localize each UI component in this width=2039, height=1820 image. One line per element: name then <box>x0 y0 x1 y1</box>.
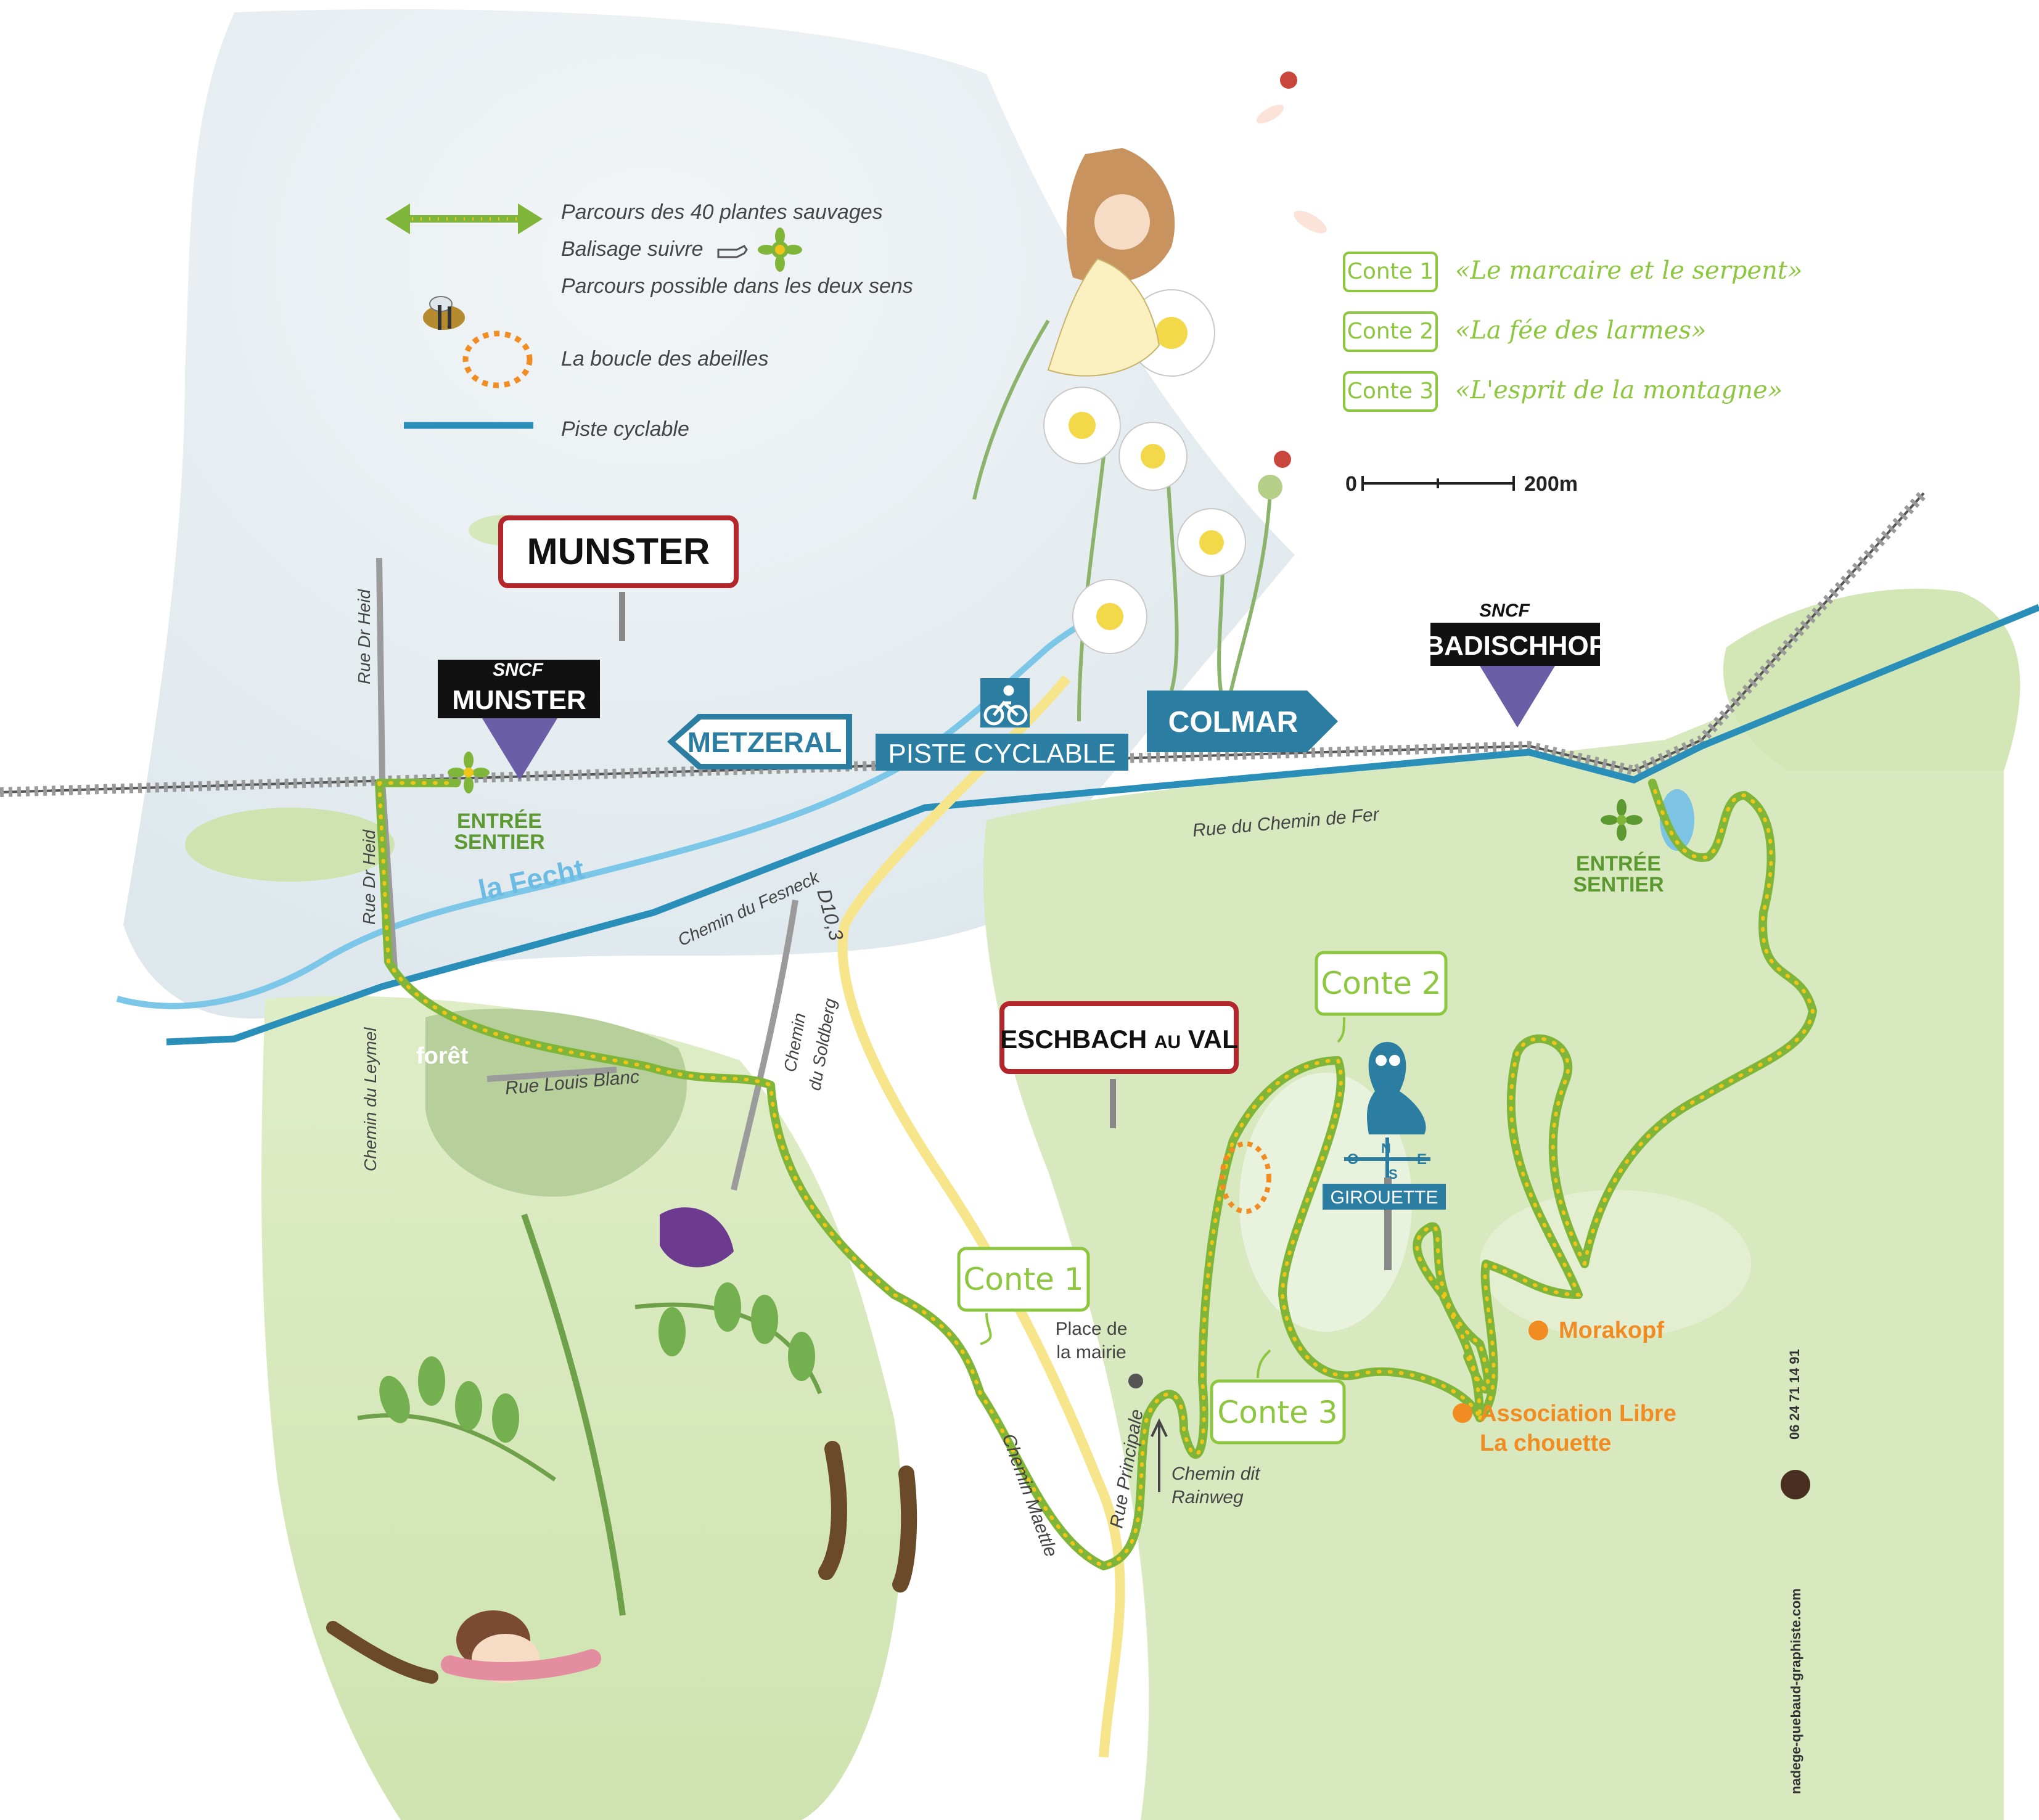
street-rue-dr-heid-top: Rue Dr Heid <box>355 589 374 684</box>
tale-3-tag <box>1343 371 1438 412</box>
meadow-patch-1 <box>185 808 395 882</box>
sign-colmar-text: COLMAR <box>1168 706 1298 739</box>
legend-both-ways-label: Parcours possible dans les deux sens <box>561 274 913 298</box>
girouette-label: GIROUETTE <box>1330 1187 1438 1208</box>
road-rue-louis-blanc <box>486 1067 617 1082</box>
owl-weathervane-icon: O N E S GIROUETTE <box>1323 1042 1446 1270</box>
tale-marker-1: Conte 1 <box>957 1247 1090 1345</box>
poi-association: Association Libre La chouette <box>1453 1401 1676 1456</box>
meadow-patch-3 <box>1480 1190 1751 1338</box>
trail-entry-munster-line2: SENTIER <box>454 830 544 854</box>
street-rue-dr-heid-bottom: Rue Dr Heid <box>359 829 379 925</box>
poi-morakopf-label: Morakopf <box>1559 1318 1664 1343</box>
sign-eschbach-au-val: ESCHBACH AU VAL <box>999 1001 1239 1128</box>
ladybug-icon <box>1280 72 1297 89</box>
trail-entry-badischhof: ENTRÉE SENTIER <box>1573 799 1664 896</box>
poi-morakopf: Morakopf <box>1528 1318 1664 1343</box>
countryside-east <box>983 627 2004 1820</box>
station-badischhof-brand: SNCF <box>1479 601 1530 621</box>
girouette-e: E <box>1417 1151 1427 1168</box>
sign-metzeral: METZERAL <box>667 714 852 769</box>
sign-colmar: COLMAR <box>1147 691 1338 752</box>
flower-icon <box>448 752 490 793</box>
legend-waymark-label: Balisage suivre <box>561 237 704 261</box>
bee-loop-icon <box>1220 1141 1271 1214</box>
credit-phone: 06 24 71 14 91 <box>1787 1349 1802 1440</box>
scale-distance: 200m <box>1524 472 1578 496</box>
tale-marker-3: Conte 3 <box>1210 1349 1346 1445</box>
bee-icon <box>423 296 465 330</box>
tale-2-title: «La fée des larmes» <box>1455 316 1706 345</box>
trail-entry-munster-line1: ENTRÉE <box>457 810 542 833</box>
tale-marker-2-label: Conte 2 <box>1321 965 1441 1001</box>
tale-3-tag-label: Conte 3 <box>1347 379 1434 404</box>
bike-path-line <box>166 604 2039 1046</box>
road-chemin-soldberg <box>731 900 798 1191</box>
street-chemin-du-leymel: Chemin du Leymel <box>361 1027 380 1171</box>
legend-bee-loop-label: La boucle des abeilles <box>561 347 768 371</box>
sign-munster-text: MUNSTER <box>527 531 710 572</box>
place-mairie-2: la mairie <box>1056 1342 1126 1363</box>
girouette-n: N <box>1381 1141 1391 1156</box>
sign-eschbach-main: ESCHBACH <box>1000 1025 1147 1054</box>
legend: Parcours des 40 plantes sauvages Balisag… <box>385 200 913 441</box>
tale-2-tag <box>1343 311 1438 352</box>
tale-2-tag-label: Conte 2 <box>1347 319 1434 344</box>
legend-bee-loop-icon <box>462 330 533 388</box>
trail-entry-badischhof-line2: SENTIER <box>1573 873 1664 896</box>
place-mairie-dot <box>1128 1374 1143 1388</box>
street-chemin-dit-1: Chemin dit <box>1171 1464 1261 1484</box>
legend-bike-path-label: Piste cyclable <box>561 417 689 441</box>
scale-bar: 0 200m <box>1345 472 1578 496</box>
svg-text:ESCHBACH AU VAL: ESCHBACH AU VAL <box>1000 1025 1238 1054</box>
sign-piste-cyclable-text: PISTE CYCLABLE <box>888 739 1115 769</box>
trail-arrow-icon <box>385 203 543 234</box>
credit-avatar <box>1781 1470 1810 1499</box>
tale-marker-2: Conte 2 <box>1315 951 1448 1043</box>
tale-1-title: «Le marcaire et le serpent» <box>1455 256 1802 285</box>
street-chemin-dit-2: Rainweg <box>1171 1487 1244 1507</box>
pea-plant-illustration <box>326 1207 917 1684</box>
sky-area <box>203 0 2035 555</box>
sign-eschbach-val: VAL <box>1188 1025 1238 1054</box>
legend-trail-label: Parcours des 40 plantes sauvages <box>561 200 883 224</box>
place-mairie-1: Place de <box>1056 1319 1128 1339</box>
girouette-o: O <box>1347 1151 1359 1168</box>
station-munster-brand: SNCF <box>493 660 543 680</box>
station-badischhof-name: BADISCHHOF <box>1424 631 1605 661</box>
station-badischhof: SNCF BADISCHHOF <box>1424 601 1606 728</box>
forest-patch <box>425 1009 687 1197</box>
station-munster: SNCF MUNSTER <box>438 660 600 780</box>
scale-zero: 0 <box>1345 472 1357 496</box>
poi-association-line2: La chouette <box>1480 1430 1611 1456</box>
bicycle-icon <box>983 685 1028 726</box>
tale-1-tag <box>1343 252 1438 292</box>
tale-1-tag-label: Conte 1 <box>1347 259 1434 284</box>
flower-icon <box>758 228 802 272</box>
tale-marker-1-label: Conte 1 <box>963 1261 1083 1297</box>
fairy-illustration <box>972 72 1327 722</box>
girouette-s: S <box>1389 1166 1398 1182</box>
hiking-trail <box>375 779 1817 1570</box>
tales-legend: Conte 1 «Le marcaire et le serpent» Cont… <box>1343 252 1802 412</box>
trail-entry-munster: ENTRÉE SENTIER <box>448 752 545 854</box>
sign-eschbach-au: AU <box>1154 1032 1181 1052</box>
sign-munster-town: MUNSTER <box>498 515 739 641</box>
place-foret: forêt <box>416 1043 469 1069</box>
river-la-fecht <box>116 596 1125 1009</box>
poi-association-line1: Association Libre <box>1480 1401 1676 1427</box>
station-munster-name: MUNSTER <box>452 685 586 715</box>
flower-icon <box>1601 799 1643 841</box>
tale-3-title: «L'esprit de la montagne» <box>1455 376 1783 404</box>
daisy-icon <box>1043 289 1246 654</box>
trail-entry-badischhof-line1: ENTRÉE <box>1576 852 1661 875</box>
sign-piste-cyclable: PISTE CYCLABLE <box>876 678 1128 771</box>
tale-marker-3-label: Conte 3 <box>1217 1395 1337 1430</box>
pointing-hand-icon <box>717 245 748 258</box>
sign-metzeral-text: METZERAL <box>687 726 842 758</box>
credit-website: nadege-quebaud-graphiste.com <box>1788 1588 1803 1794</box>
